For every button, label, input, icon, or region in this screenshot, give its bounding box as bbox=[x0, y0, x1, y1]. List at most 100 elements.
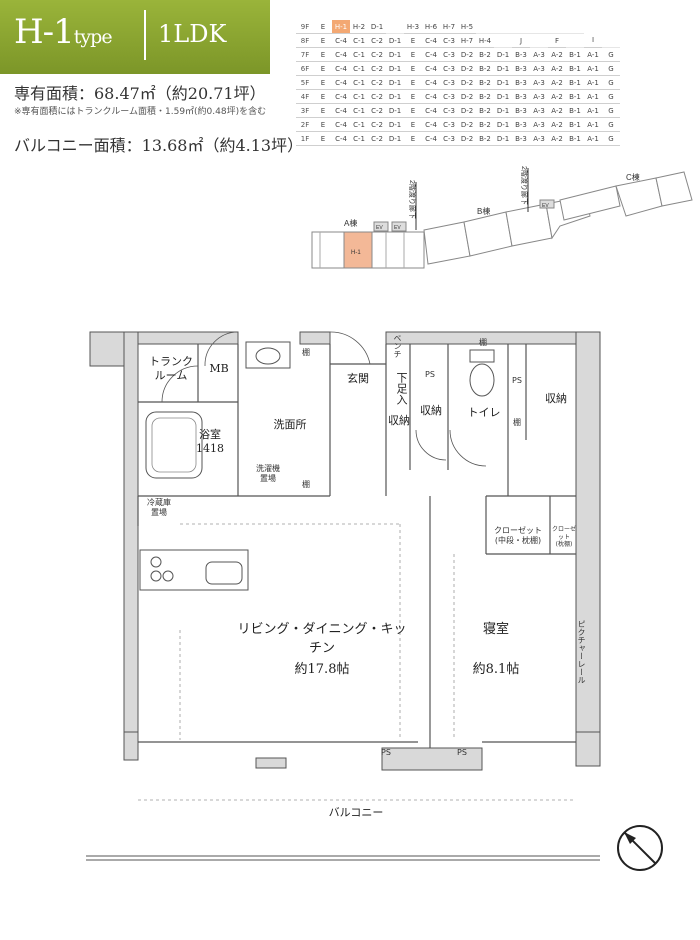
exclusive-area: 専有面積：68.47㎡（約20.71坪） bbox=[14, 84, 266, 103]
unit-cell: A-3 bbox=[530, 103, 548, 118]
unit-cell: D-2 bbox=[458, 117, 476, 132]
unit-cell: E bbox=[314, 61, 332, 76]
room-ldk-name: リビング・ダイニング・キッチン bbox=[237, 622, 407, 656]
unit-cell: D-1 bbox=[386, 89, 404, 104]
unit-cell: E bbox=[314, 131, 332, 146]
unit-cell bbox=[566, 20, 584, 34]
room-storage-2: 収納 bbox=[420, 404, 442, 417]
unit-cell: D-1 bbox=[386, 47, 404, 62]
unit-cell: B-1 bbox=[566, 47, 584, 62]
unit-cell: C-1 bbox=[350, 47, 368, 62]
unit-h1-label: H-1 bbox=[351, 250, 361, 256]
room-storage-1: 収納 bbox=[388, 414, 410, 427]
unit-cell: A-3 bbox=[530, 131, 548, 146]
walls bbox=[89, 331, 601, 771]
unit-cell: G bbox=[602, 61, 620, 76]
unit-cell: A-1 bbox=[584, 103, 602, 118]
unit-cell: B-3 bbox=[512, 47, 530, 62]
unit-cell: D-1 bbox=[494, 47, 512, 62]
unit-cell: D-1 bbox=[494, 131, 512, 146]
unit-cell: D-1 bbox=[386, 103, 404, 118]
unit-cell: C-2 bbox=[368, 33, 386, 48]
ev-label-2: EV bbox=[394, 225, 401, 231]
unit-cell: C-3 bbox=[440, 131, 458, 146]
unit-cell: C-1 bbox=[350, 103, 368, 118]
unit-cell: E bbox=[404, 75, 422, 90]
unit-cell: E bbox=[314, 117, 332, 132]
unit-cell: B-1 bbox=[566, 131, 584, 146]
unit-cell: B-2 bbox=[476, 103, 494, 118]
unit-cell: C-4 bbox=[422, 117, 440, 132]
unit-cell bbox=[494, 33, 512, 48]
unit-cell: B-1 bbox=[566, 117, 584, 132]
unit-cell: D-1 bbox=[494, 103, 512, 118]
unit-cell: C-4 bbox=[332, 75, 350, 90]
unit-cell: D-2 bbox=[458, 131, 476, 146]
room-entrance: 玄関 bbox=[347, 372, 369, 385]
unit-cell: C-2 bbox=[368, 75, 386, 90]
unit-cell: D-2 bbox=[458, 75, 476, 90]
ev-label-1: EV bbox=[376, 225, 383, 231]
unit-cell: C-1 bbox=[350, 75, 368, 90]
unit-cell: C-4 bbox=[332, 47, 350, 62]
unit-cell: A-2 bbox=[548, 61, 566, 76]
unit-cell: A-1 bbox=[584, 75, 602, 90]
floor-plan bbox=[86, 331, 663, 871]
floor-label: 9F bbox=[296, 20, 314, 34]
unit-cell: E bbox=[314, 33, 332, 48]
unit-cell: E bbox=[404, 61, 422, 76]
unit-cell: D-1 bbox=[494, 61, 512, 76]
unit-cell: B-2 bbox=[476, 117, 494, 132]
unit-cell: B-1 bbox=[566, 103, 584, 118]
unit-cell: A-1 bbox=[584, 61, 602, 76]
unit-cell: H-4 bbox=[476, 33, 494, 48]
unit-cell: A-2 bbox=[548, 75, 566, 90]
unit-cell: C-3 bbox=[440, 117, 458, 132]
unit-cell: C-4 bbox=[422, 75, 440, 90]
picture-rail: ピクチャーレール bbox=[577, 620, 586, 684]
unit-cell: B-2 bbox=[476, 89, 494, 104]
unit-cell: G bbox=[602, 103, 620, 118]
room-balcony: バルコニー bbox=[328, 806, 384, 819]
unit-cell: E bbox=[404, 103, 422, 118]
unit-cell bbox=[530, 33, 548, 48]
unit-cell: E bbox=[404, 131, 422, 146]
unit-cell: G bbox=[602, 117, 620, 132]
unit-cell: G bbox=[602, 75, 620, 90]
unit-cell: C-4 bbox=[332, 89, 350, 104]
unit-cell: C-2 bbox=[368, 61, 386, 76]
ev-label-3: EV bbox=[542, 203, 549, 209]
unit-cell: A-2 bbox=[548, 89, 566, 104]
room-closet: クローゼット (中段・枕棚) bbox=[494, 526, 542, 545]
unit-cell: B-1 bbox=[566, 75, 584, 90]
unit-cell: C-2 bbox=[368, 131, 386, 146]
unit-cell bbox=[548, 20, 566, 34]
unit-cell: E bbox=[404, 117, 422, 132]
unit-cell bbox=[602, 33, 620, 48]
unit-cell: H-1 bbox=[332, 20, 350, 34]
unit-cell: C-2 bbox=[368, 47, 386, 62]
unit-cell: C-3 bbox=[440, 89, 458, 104]
room-mb: MB bbox=[209, 362, 229, 375]
unit-cell: C-4 bbox=[422, 103, 440, 118]
unit-cell: A-2 bbox=[548, 117, 566, 132]
unit-cell: C-2 bbox=[368, 117, 386, 132]
unit-cell: C-1 bbox=[350, 33, 368, 48]
unit-cell: H-7 bbox=[458, 33, 476, 48]
unit-cell: A-1 bbox=[584, 47, 602, 62]
unit-cell: C-4 bbox=[332, 103, 350, 118]
unit-cell bbox=[512, 20, 530, 34]
unit-cell: C-1 bbox=[350, 89, 368, 104]
unit-cell: B-3 bbox=[512, 103, 530, 118]
unit-cell: B-3 bbox=[512, 117, 530, 132]
unit-cell: A-3 bbox=[530, 117, 548, 132]
unit-cell: H-7 bbox=[440, 20, 458, 34]
unit-cell: I bbox=[584, 33, 602, 48]
badge-divider bbox=[144, 10, 146, 60]
room-bath: 浴室 1418 bbox=[196, 428, 224, 455]
